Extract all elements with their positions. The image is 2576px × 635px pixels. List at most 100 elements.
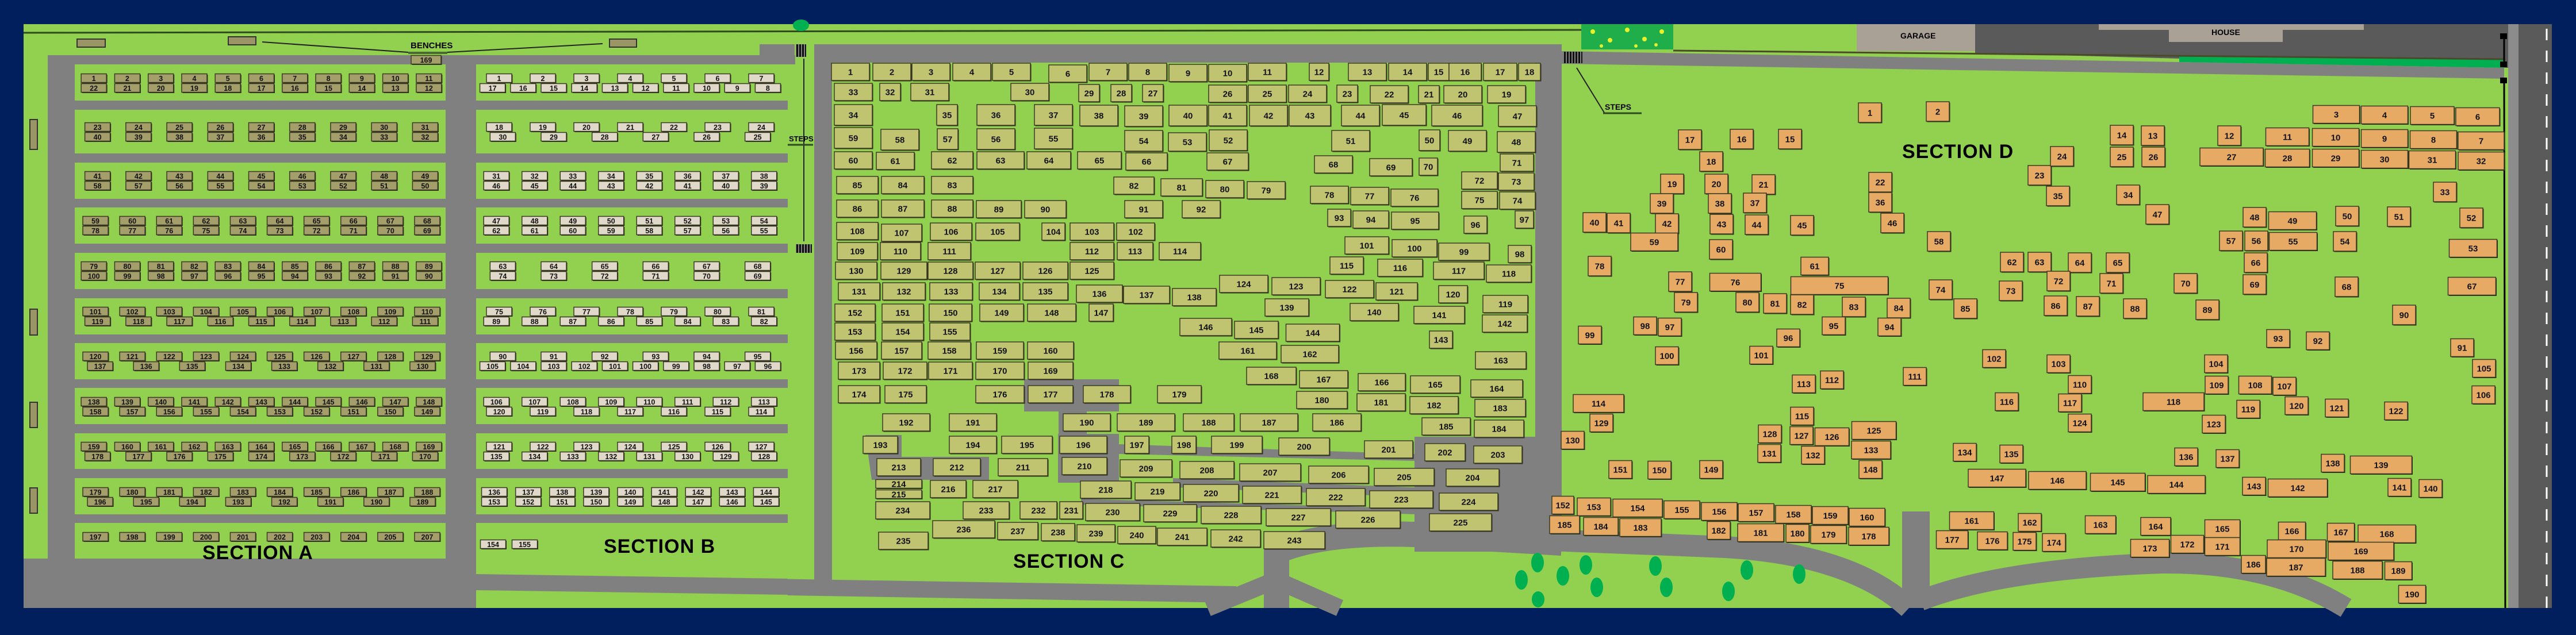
plot-box <box>1549 515 1580 534</box>
plot-number: 148 <box>1044 309 1059 318</box>
section-d-plot: 36 <box>1868 192 1893 213</box>
plot-number: 100 <box>639 363 651 371</box>
plot-box <box>2472 359 2496 378</box>
plot-number: 53 <box>722 217 730 225</box>
plot-number: 230 <box>1105 508 1120 518</box>
plot-number: 120 <box>2289 402 2303 411</box>
plot-number: 165 <box>289 443 301 451</box>
plot-box <box>303 487 330 497</box>
section-b-plot: 111 <box>674 397 702 407</box>
plot-number: 127 <box>347 353 359 361</box>
plot-number: 188 <box>1201 418 1216 428</box>
plot-box <box>371 316 397 326</box>
plot-number: 164 <box>2148 522 2163 532</box>
plot-box <box>1312 413 1362 432</box>
plot-number: 128 <box>1762 430 1777 440</box>
section-d-plot: 20 <box>1704 174 1729 195</box>
plot-box <box>719 497 746 507</box>
plot-box <box>1331 130 1370 152</box>
plot-number: 172 <box>2180 540 2194 550</box>
bench-icon <box>29 119 38 150</box>
section-c-plot: 139 <box>1264 298 1310 317</box>
plot-box <box>1612 498 1663 518</box>
plot-number: 133 <box>944 287 958 297</box>
plot-box <box>881 224 922 242</box>
plot-number: 179 <box>1172 390 1186 400</box>
section-a-plot: 16 <box>282 83 309 93</box>
section-a-plot: 126 <box>303 351 331 361</box>
section-c-plot: 179 <box>1157 385 1202 404</box>
plot-number: 97 <box>190 272 198 280</box>
plot-number: 24 <box>2057 152 2067 162</box>
section-d-plot: 103 <box>2046 354 2071 374</box>
plot-number: 221 <box>1264 491 1279 501</box>
plot-box <box>1418 85 1440 103</box>
plot-number: 119 <box>1498 300 1512 310</box>
plot-box <box>2130 538 2170 558</box>
plot-box <box>2141 147 2165 167</box>
plot-number: 131 <box>643 453 656 461</box>
section-c-plot: 107 <box>881 224 923 243</box>
plot-box <box>486 306 512 317</box>
plot-number: 184 <box>1492 425 1506 434</box>
section-b-plot: 86 <box>598 316 625 326</box>
plot-box <box>481 497 508 507</box>
plot-box <box>617 306 643 317</box>
plot-box <box>303 215 330 226</box>
plot-box <box>1473 445 1523 464</box>
plot-number: 126 <box>310 353 323 361</box>
plot-number: 19 <box>1667 180 1677 190</box>
plot-box <box>1157 528 1208 546</box>
section-c-plot: 13 <box>1348 63 1387 82</box>
section-a-plot: 192 <box>271 497 298 507</box>
plot-number: 157 <box>894 347 908 356</box>
plot-number: 5 <box>672 75 676 83</box>
steps-icon <box>796 244 812 253</box>
section-d-plot: 172 <box>2170 534 2205 554</box>
tree-icon <box>1649 556 1662 576</box>
section-a-plot: 113 <box>330 316 357 326</box>
section-c-plot: 38 <box>1079 105 1119 127</box>
section-d-plot: 46 <box>1880 213 1905 234</box>
plot-number: 124 <box>624 443 637 451</box>
section-b-plot: 98 <box>693 361 720 371</box>
plot-number: 233 <box>979 506 993 516</box>
plot-number: 131 <box>370 363 382 371</box>
plot-number: 140 <box>2423 484 2437 494</box>
plot-number: 157 <box>126 408 139 416</box>
plot-number: 172 <box>338 453 350 461</box>
plot-box <box>125 316 152 326</box>
section-c-plot: 189 <box>1117 413 1176 432</box>
plot-box <box>685 497 711 507</box>
plot-number: 22 <box>90 84 98 93</box>
section-d-plot: 3 <box>2312 105 2360 124</box>
plot-number: 196 <box>1076 441 1090 451</box>
section-c-plot: 50 <box>1419 129 1441 152</box>
section-c-plot: 120 <box>1438 285 1469 304</box>
plot-box <box>1668 271 1692 292</box>
section-c-plot: 138 <box>1172 288 1217 307</box>
section-b-plot: 155 <box>511 539 538 549</box>
plot-box <box>416 83 442 93</box>
plot-number: 75 <box>202 227 210 235</box>
plot-box <box>483 451 509 461</box>
section-a-plot: 8 <box>315 73 342 83</box>
section-a-plot: 6 <box>248 73 275 83</box>
plot-number: 10 <box>1223 69 1233 79</box>
plot-box <box>1474 420 1524 438</box>
plot-box <box>166 316 193 326</box>
plot-box <box>1647 460 1672 480</box>
section-a-plot: 202 <box>266 532 294 542</box>
plot-number: 165 <box>2215 525 2229 534</box>
section-b-plot: 79 <box>661 306 688 317</box>
tree-icon <box>1722 582 1735 601</box>
plot-box <box>754 83 781 93</box>
plot-box <box>80 83 107 93</box>
section-c-plot: 194 <box>949 436 998 455</box>
plot-box <box>2099 273 2123 294</box>
section-b-plot: 82 <box>751 316 778 326</box>
plot-number: 111 <box>682 398 693 406</box>
plot-number: 46 <box>1452 111 1462 121</box>
plot-number: 12 <box>2225 132 2234 141</box>
hedge-strip <box>2179 55 2504 68</box>
